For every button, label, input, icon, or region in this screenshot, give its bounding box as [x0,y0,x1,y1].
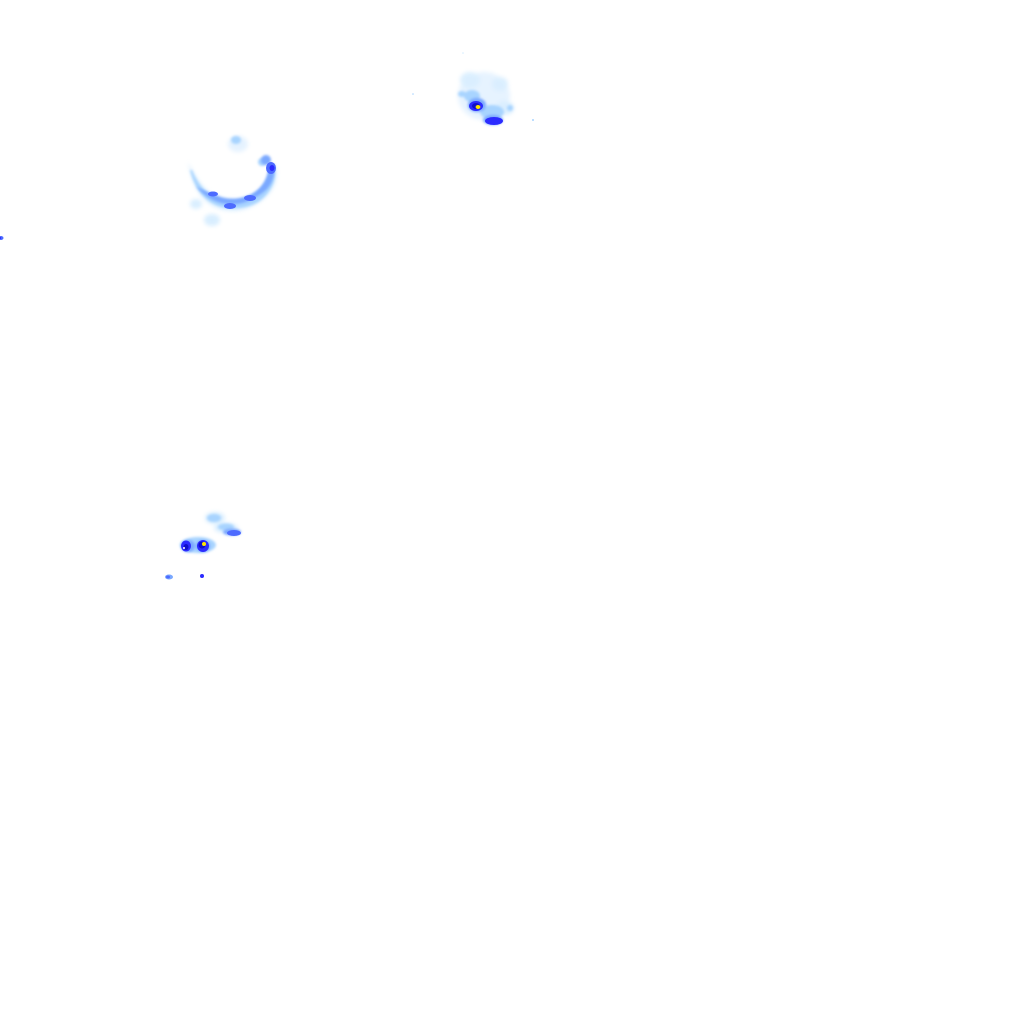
echo-sw-fragments [165,574,204,580]
echo-north-extreme [475,105,481,109]
echo-north-light [458,90,513,119]
echo-sw-extreme [183,542,206,549]
echo-speck [462,52,464,54]
echo-north-cell [412,52,534,125]
echo-sw-heavy [181,530,241,552]
echo-ring-moderate [196,155,275,205]
echo-southwest-cluster [165,512,241,580]
echo-west-edge-speck [0,236,4,240]
echo-ring-outer [188,136,277,226]
echo-ring-heavy [208,162,276,209]
echo-northwest-ring [188,136,277,226]
echo-speck [412,93,414,95]
echo-speck [532,119,534,121]
